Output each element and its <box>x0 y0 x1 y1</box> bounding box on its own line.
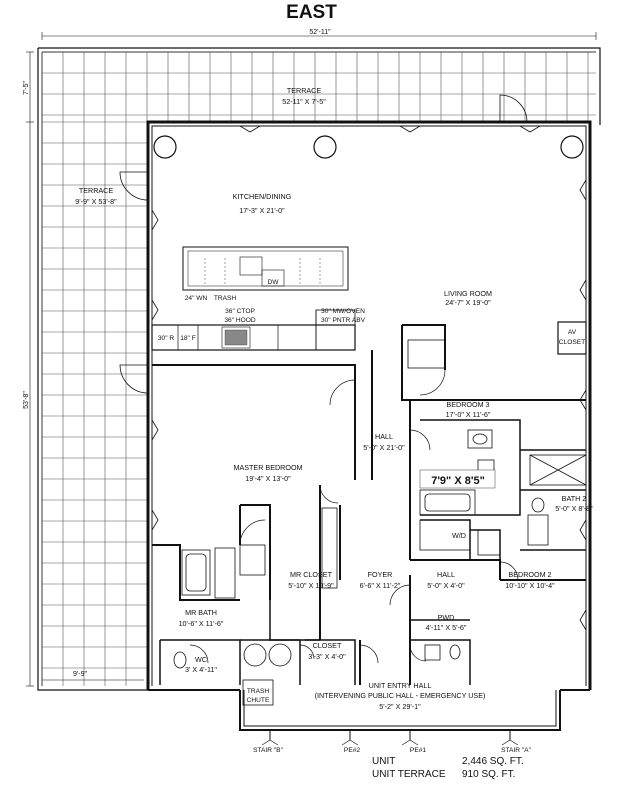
pe1-label: PE#1 <box>410 747 426 754</box>
trash-label: TRASH <box>214 295 237 302</box>
dimension-annotation: 7'9" X 8'5" <box>431 475 485 487</box>
entry-hall-size: 5'-2" X 29'-1" <box>379 702 421 711</box>
cooktop-label: 36" CTOP <box>225 308 255 315</box>
terrace-west-name: TERRACE <box>79 186 114 195</box>
hall2-size: 5'-0" X 4'-0" <box>427 581 465 590</box>
entry-hall-note: (INTERVENING PUBLIC HALL - EMERGENCY USE… <box>315 691 486 700</box>
kitchen-name: KITCHEN/DINING <box>233 192 292 201</box>
powder-room-size: 4'-11" X 5'-6" <box>426 623 467 632</box>
mr-bath-size: 10'-6" X 11'-6" <box>179 619 224 628</box>
hood-label: 36" HOOD <box>224 317 256 324</box>
bedroom2-size: 10'-10" X 10'-4" <box>505 581 555 590</box>
foyer-size: 6'-6" X 11'-2" <box>360 581 401 590</box>
overall-height-label: 53'-8" <box>23 391 30 409</box>
bath2-name: BATH 2 <box>562 494 587 503</box>
mr-closet-name: MR CLOSET <box>290 570 333 579</box>
kitchen-size: 17'-3" X 21'-0" <box>239 206 285 215</box>
stair-b-label: STAIR "B" <box>253 747 283 754</box>
unit-exterior-walls <box>146 120 592 691</box>
bedroom3-size: 17'-0" X 11'-6" <box>446 410 491 419</box>
page-title: EAST <box>286 2 337 23</box>
pantry-label: 30" PNTR ABV <box>321 317 366 324</box>
terrace-north-name: TERRACE <box>287 86 322 95</box>
window-marks <box>151 125 587 631</box>
unit-entry-hall <box>239 690 561 746</box>
bedroom2-name: BEDROOM 2 <box>508 570 551 579</box>
unit-area-value: 2,446 SQ. FT. <box>462 756 524 767</box>
kitchen-island <box>182 246 349 291</box>
av-closet <box>557 321 587 355</box>
stair-a-label: STAIR "A" <box>501 747 531 754</box>
unit-area-label: UNIT <box>372 756 395 767</box>
mr-closet-size: 5'-10" X 10'-9" <box>288 581 334 590</box>
living-room-name: LIVING ROOM <box>444 289 492 298</box>
terrace-doors <box>119 94 528 394</box>
washer-dryer-label: W/D <box>452 531 466 540</box>
bath-fixtures <box>173 339 587 706</box>
bath2-size: 5'-0" X 8'-8" <box>555 504 593 513</box>
foyer-name: FOYER <box>368 570 393 579</box>
dishwasher-label: DW <box>268 279 280 286</box>
pe2-label: PE#2 <box>344 747 360 754</box>
terrace-north-size: 52-11" X 7'-5" <box>282 97 326 106</box>
av-closet-name2: CLOSET <box>559 339 585 346</box>
terrace-area-value: 910 SQ. FT. <box>462 769 515 780</box>
hall-name: HALL <box>375 432 393 441</box>
powder-room-name: PWD <box>438 613 455 622</box>
interior-walls <box>152 324 586 685</box>
fridge-label: 30" R <box>158 335 175 342</box>
living-room-size: 24'-7" X 19'-0" <box>445 298 491 307</box>
terrace-west-size: 9'-9" X 53'-8" <box>75 197 117 206</box>
master-bedroom-name: MASTER BEDROOM <box>233 463 302 472</box>
dimension-annotation-box <box>419 469 496 489</box>
hall-size: 5'-0" X 21'-0" <box>363 443 405 452</box>
terrace-west-width-label: 9'-9" <box>73 671 87 678</box>
terrace-outline <box>37 47 601 691</box>
terrace-depth-label: 7'-5" <box>23 81 30 95</box>
bedroom3-name: BEDROOM 3 <box>446 400 489 409</box>
wc-name: WC <box>195 655 207 664</box>
overall-dimension-lines <box>26 32 597 687</box>
kitchen-counter <box>151 309 356 351</box>
mr-bath-name: MR BATH <box>185 608 217 617</box>
wine-fridge-label: 24" WN <box>185 295 208 302</box>
trash-chute-label1: TRASH <box>247 688 270 695</box>
microwave-label: 30" MW/OVEN <box>321 308 365 315</box>
av-closet-name1: AV <box>568 329 577 336</box>
interior-doors <box>189 369 519 664</box>
wc-size: 3' X 4'-11" <box>185 665 217 674</box>
entry-hall-name: UNIT ENTRY HALL <box>369 681 432 690</box>
closet-size: 3'-3" X 4'-0" <box>308 652 346 661</box>
structural-columns <box>153 135 584 159</box>
trash-chute-label2: CHUTE <box>247 697 270 704</box>
terrace-area-label: UNIT TERRACE <box>372 769 446 780</box>
overall-width-label: 52'-11" <box>309 29 331 36</box>
freezer-label: 18" F <box>180 335 196 342</box>
master-bedroom-size: 19'-4" X 13'-0" <box>245 474 291 483</box>
closet-name: CLOSET <box>313 641 342 650</box>
hall2-name: HALL <box>437 570 455 579</box>
